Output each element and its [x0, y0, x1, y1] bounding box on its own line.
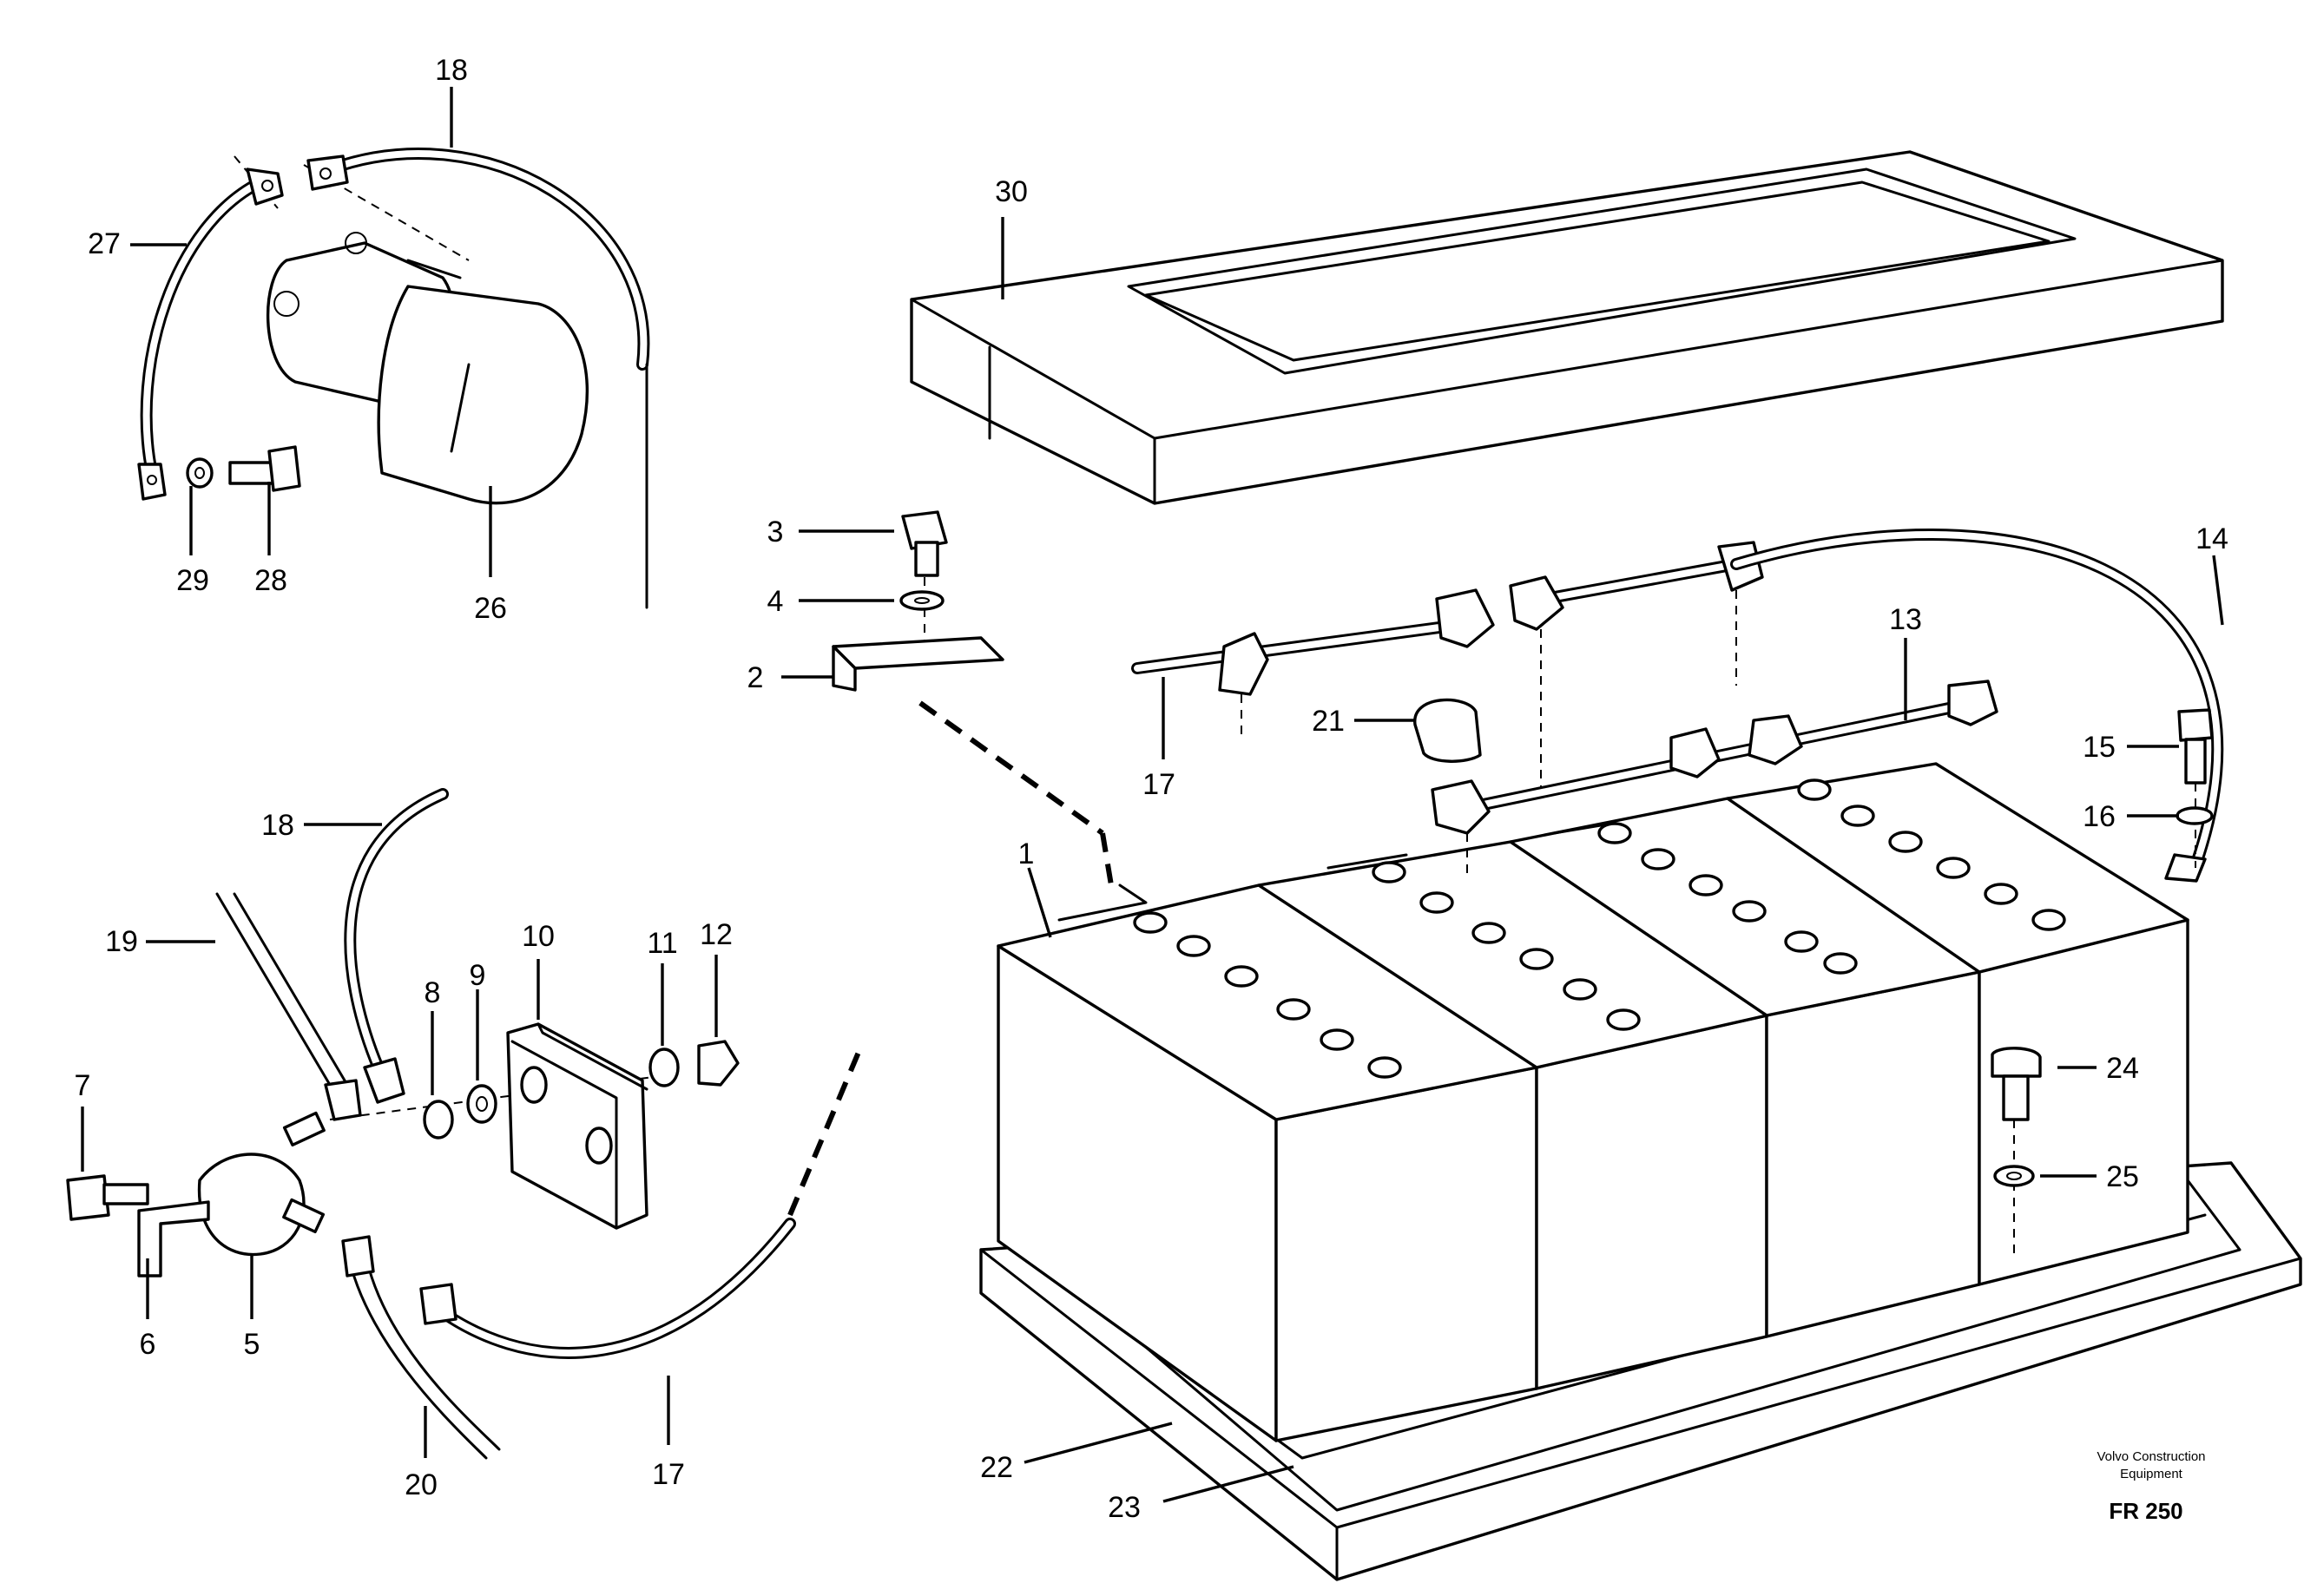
bolt-28	[228, 445, 301, 492]
callout-20: 20	[405, 1468, 438, 1501]
bolt-24	[1991, 1047, 2042, 1258]
washer-11	[648, 1048, 680, 1087]
bolt-7	[66, 1174, 149, 1221]
callout-10: 10	[522, 920, 555, 953]
callout-labels: 18 27 29 28 26 30 3 4 2 1 17 13 21 14 15…	[75, 54, 2228, 1524]
washer-25	[1993, 1165, 2035, 1187]
cable-20	[341, 1235, 501, 1460]
callout-25: 25	[2106, 1160, 2139, 1193]
bolt-15	[2177, 708, 2214, 868]
callout-18b: 18	[261, 809, 294, 842]
leader-lines	[81, 87, 2224, 1503]
callout-19: 19	[105, 925, 138, 958]
nut-12	[697, 1040, 740, 1087]
callout-4: 4	[767, 585, 784, 618]
terminal-cover-21	[1413, 698, 1482, 763]
battery-caps	[1133, 778, 2066, 1079]
block-10	[506, 1022, 648, 1230]
callout-28: 28	[254, 564, 287, 597]
drawing-code: FR 250	[2109, 1498, 2182, 1524]
washer-4	[899, 590, 945, 611]
main-switch-5	[197, 1075, 661, 1257]
handle-6	[137, 1200, 210, 1277]
callout-24: 24	[2106, 1052, 2139, 1085]
callout-17b: 17	[652, 1458, 685, 1491]
cable-19	[215, 892, 362, 1121]
washer-29	[186, 457, 214, 489]
bracket-2	[832, 636, 1114, 886]
callout-6: 6	[140, 1328, 156, 1361]
bolt-3	[901, 510, 948, 660]
starter-motor-assembly	[234, 155, 589, 505]
cable-27	[137, 167, 284, 501]
washer-8	[423, 1100, 454, 1140]
cable-18-bottom	[344, 788, 449, 1104]
callout-29: 29	[176, 564, 209, 597]
callout-17a: 17	[1142, 768, 1175, 801]
cable-17-bottom	[419, 1048, 862, 1359]
callout-2: 2	[747, 661, 764, 694]
callout-22: 22	[980, 1451, 1013, 1484]
callout-12: 12	[700, 918, 733, 951]
callout-3: 3	[767, 516, 784, 548]
callout-1: 1	[1018, 837, 1035, 870]
brand-line-2: Equipment	[2120, 1467, 2183, 1481]
callout-5: 5	[244, 1328, 260, 1361]
battery-cover-30	[910, 150, 2224, 505]
cable-17-top	[1131, 541, 1764, 798]
cable-13	[1431, 590, 1998, 877]
callout-30: 30	[995, 175, 1028, 208]
cable-18-top	[306, 148, 650, 609]
callout-21: 21	[1312, 705, 1345, 738]
callout-14: 14	[2195, 522, 2228, 555]
callout-11: 11	[647, 927, 677, 960]
callout-8: 8	[425, 976, 441, 1009]
washer-9	[466, 1084, 497, 1124]
callout-9: 9	[470, 959, 486, 992]
callout-18a: 18	[435, 54, 468, 87]
callout-15: 15	[2083, 731, 2116, 764]
callout-7: 7	[75, 1069, 91, 1102]
callout-26: 26	[474, 592, 507, 625]
callout-27: 27	[88, 227, 121, 260]
brand-line-1: Volvo Construction	[2097, 1449, 2205, 1464]
callout-16: 16	[2083, 800, 2116, 833]
washer-16	[2176, 806, 2214, 825]
brand-block: Volvo Construction Equipment FR 250	[2097, 1449, 2205, 1524]
callout-13: 13	[1889, 603, 1922, 636]
callout-23: 23	[1108, 1491, 1141, 1524]
